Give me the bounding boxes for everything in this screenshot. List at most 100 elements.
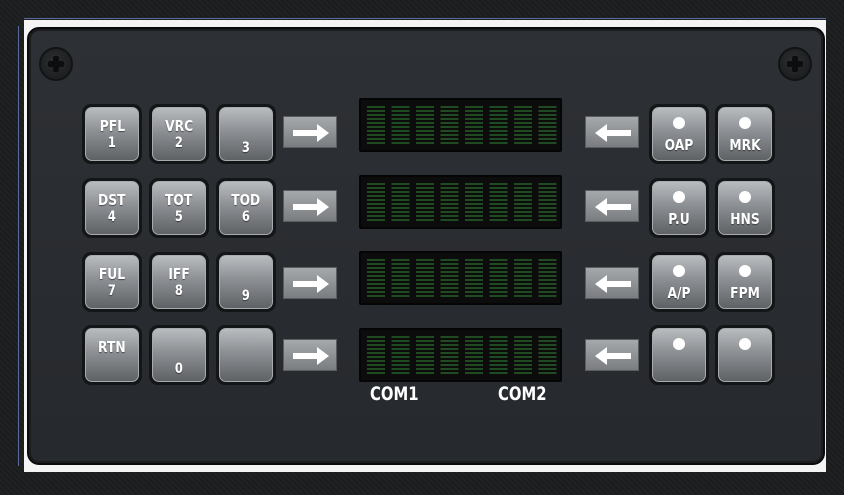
segment-line bbox=[514, 352, 532, 354]
key-dst-4[interactable]: DST 4 bbox=[82, 178, 142, 238]
segment-line bbox=[489, 263, 508, 265]
segment-line bbox=[367, 275, 385, 277]
segment-line bbox=[538, 295, 557, 297]
segment-line bbox=[367, 259, 385, 261]
key-face: P.U bbox=[652, 181, 706, 235]
segment-line bbox=[514, 142, 532, 144]
option-key-pu[interactable]: P.U bbox=[649, 178, 709, 238]
segment-line bbox=[367, 110, 385, 112]
segment-line bbox=[489, 199, 508, 201]
segment-line bbox=[416, 195, 434, 197]
arrow-right-button-1[interactable] bbox=[283, 116, 337, 148]
segment-line bbox=[367, 211, 385, 213]
key-3[interactable]: 3 bbox=[216, 104, 276, 164]
segment-line bbox=[514, 340, 532, 342]
segment-display bbox=[367, 336, 557, 374]
segment-line bbox=[538, 348, 557, 350]
arrow-right-button-4[interactable] bbox=[283, 339, 337, 371]
key-number: 3 bbox=[242, 139, 250, 156]
key-pfl-1[interactable]: PFL 1 bbox=[82, 104, 142, 164]
segment-line bbox=[367, 279, 385, 281]
guide-line-left bbox=[18, 26, 19, 466]
segment-line bbox=[367, 191, 385, 193]
segment-line bbox=[514, 283, 532, 285]
arrow-left-button-3[interactable] bbox=[585, 267, 639, 299]
segment-line bbox=[514, 122, 532, 124]
segment-line bbox=[489, 207, 508, 209]
segment-line bbox=[440, 372, 459, 374]
segment-line bbox=[391, 336, 410, 338]
option-key-blank-2[interactable] bbox=[715, 325, 775, 385]
segment-line bbox=[440, 348, 459, 350]
key-0[interactable]: 0 bbox=[149, 325, 209, 385]
segment-line bbox=[440, 271, 459, 273]
scratchpad-display-4 bbox=[359, 328, 562, 382]
segment-line bbox=[514, 344, 532, 346]
key-blank[interactable] bbox=[216, 325, 276, 385]
key-ful-7[interactable]: FUL 7 bbox=[82, 252, 142, 312]
key-face: VRC 2 bbox=[152, 107, 206, 161]
segment-line bbox=[489, 356, 508, 358]
arrow-right-icon bbox=[293, 347, 329, 365]
segment-line bbox=[489, 183, 508, 185]
segment-line bbox=[465, 291, 483, 293]
segment-line bbox=[489, 219, 508, 221]
segment-line bbox=[367, 207, 385, 209]
arrow-right-button-2[interactable] bbox=[283, 190, 337, 222]
segment-line bbox=[367, 360, 385, 362]
segment-line bbox=[416, 142, 434, 144]
option-key-mrk[interactable]: MRK bbox=[715, 104, 775, 164]
segment-line bbox=[391, 126, 410, 128]
segment-line bbox=[465, 275, 483, 277]
segment-line bbox=[465, 122, 483, 124]
segment-line bbox=[489, 271, 508, 273]
segment-line bbox=[514, 279, 532, 281]
segment-line bbox=[391, 352, 410, 354]
arrow-left-button-4[interactable] bbox=[585, 339, 639, 371]
option-key-ap[interactable]: A/P bbox=[649, 252, 709, 312]
segment-line bbox=[489, 259, 508, 261]
arrow-right-button-3[interactable] bbox=[283, 267, 337, 299]
segment-line bbox=[538, 191, 557, 193]
segment-line bbox=[440, 138, 459, 140]
key-tod-6[interactable]: TOD 6 bbox=[216, 178, 276, 238]
key-9[interactable]: 9 bbox=[216, 252, 276, 312]
segment-line bbox=[465, 207, 483, 209]
segment-line bbox=[391, 295, 410, 297]
segment-line bbox=[465, 267, 483, 269]
segment-line bbox=[367, 291, 385, 293]
segment-line bbox=[489, 340, 508, 342]
key-face: DST 4 bbox=[85, 181, 139, 235]
segment-line bbox=[538, 287, 557, 289]
segment-line bbox=[367, 199, 385, 201]
segment-line bbox=[391, 372, 410, 374]
segment-line bbox=[465, 287, 483, 289]
arrow-left-button-2[interactable] bbox=[585, 190, 639, 222]
segment-line bbox=[440, 219, 459, 221]
segment-line bbox=[538, 271, 557, 273]
arrow-right-icon bbox=[293, 124, 329, 142]
segment-line bbox=[489, 126, 508, 128]
option-key-blank-1[interactable] bbox=[649, 325, 709, 385]
segment-line bbox=[440, 364, 459, 366]
segment-line bbox=[465, 130, 483, 132]
segment-line bbox=[465, 219, 483, 221]
segment-line bbox=[538, 372, 557, 374]
segment-line bbox=[440, 195, 459, 197]
option-key-fpm[interactable]: FPM bbox=[715, 252, 775, 312]
segment-line bbox=[391, 142, 410, 144]
key-iff-8[interactable]: IFF 8 bbox=[149, 252, 209, 312]
segment-line bbox=[514, 126, 532, 128]
key-rtn[interactable]: RTN bbox=[82, 325, 142, 385]
segment-line bbox=[514, 106, 532, 108]
segment-line bbox=[416, 295, 434, 297]
option-key-oap[interactable]: OAP bbox=[649, 104, 709, 164]
segment-line bbox=[391, 287, 410, 289]
arrow-left-button-1[interactable] bbox=[585, 116, 639, 148]
key-tot-5[interactable]: TOT 5 bbox=[149, 178, 209, 238]
segment-line bbox=[514, 263, 532, 265]
key-vrc-2[interactable]: VRC 2 bbox=[149, 104, 209, 164]
segment-line bbox=[391, 114, 410, 116]
option-key-hns[interactable]: HNS bbox=[715, 178, 775, 238]
segment-line bbox=[489, 295, 508, 297]
